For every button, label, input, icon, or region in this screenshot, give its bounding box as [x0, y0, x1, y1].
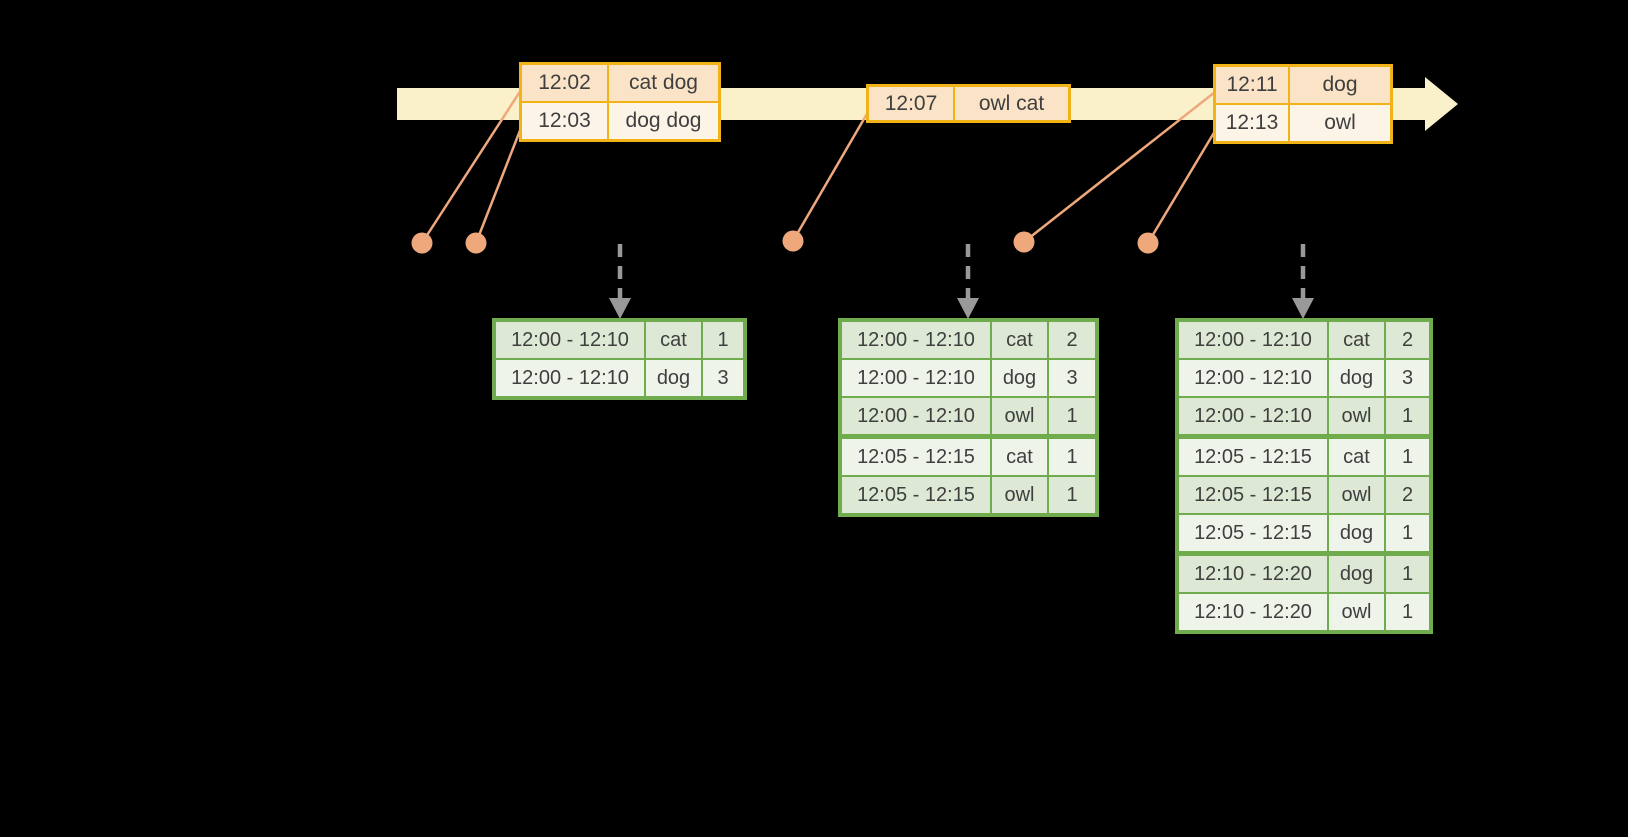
- window-cell: 12:00 - 12:10: [1179, 360, 1327, 396]
- count-cell: 1: [1386, 515, 1429, 551]
- trigger-arrows: [609, 244, 1314, 319]
- event-connector-line: [420, 89, 523, 244]
- trigger-arrowhead-icon: [1292, 298, 1314, 319]
- count-cell: 2: [1049, 322, 1095, 358]
- word-cell: dog: [1329, 556, 1384, 592]
- window-cell: 12:05 - 12:15: [842, 477, 990, 513]
- event-words-cell: dog: [1290, 67, 1390, 103]
- window-cell: 12:10 - 12:20: [1179, 594, 1327, 630]
- event-dot-icon: [465, 232, 487, 254]
- window-cell: 12:05 - 12:15: [1179, 439, 1327, 475]
- event-connector-lines: [420, 89, 1217, 244]
- word-cell: cat: [1329, 322, 1384, 358]
- window-cell: 12:05 - 12:15: [842, 439, 990, 475]
- count-cell: 3: [703, 360, 743, 396]
- word-cell: cat: [992, 439, 1047, 475]
- word-cell: dog: [992, 360, 1047, 396]
- count-cell: 1: [1049, 477, 1095, 513]
- word-cell: cat: [1329, 439, 1384, 475]
- count-cell: 1: [1386, 398, 1429, 434]
- event-words-cell: owl cat: [955, 87, 1068, 120]
- word-cell: owl: [992, 477, 1047, 513]
- window-cell: 12:10 - 12:20: [1179, 556, 1327, 592]
- window-cell: 12:00 - 12:10: [842, 322, 990, 358]
- window-cell: 12:05 - 12:15: [1179, 515, 1327, 551]
- window-cell: 12:00 - 12:10: [842, 360, 990, 396]
- word-cell: owl: [992, 398, 1047, 434]
- word-cell: owl: [1329, 594, 1384, 630]
- event-time-cell: 12:02: [522, 65, 607, 101]
- window-cell: 12:00 - 12:10: [842, 398, 990, 434]
- event-dot-icon: [782, 230, 804, 252]
- window-cell: 12:05 - 12:15: [1179, 477, 1327, 513]
- event-words-cell: cat dog: [609, 65, 718, 101]
- event-dot-icon: [411, 232, 433, 254]
- word-cell: owl: [1329, 398, 1384, 434]
- window-cell: 12:00 - 12:10: [1179, 398, 1327, 434]
- event-words-cell: dog dog: [609, 103, 718, 139]
- trigger-arrowhead-icon: [957, 298, 979, 319]
- event-dot-icon: [1137, 232, 1159, 254]
- count-cell: 1: [1049, 398, 1095, 434]
- window-cell: 12:00 - 12:10: [1179, 322, 1327, 358]
- count-cell: 1: [1386, 556, 1429, 592]
- word-cell: cat: [646, 322, 701, 358]
- count-cell: 1: [703, 322, 743, 358]
- word-cell: dog: [646, 360, 701, 396]
- count-cell: 1: [1049, 439, 1095, 475]
- trigger-arrowhead-icon: [609, 298, 631, 319]
- count-cell: 2: [1386, 477, 1429, 513]
- event-connector-line: [1146, 130, 1217, 244]
- event-dots: [411, 230, 1159, 254]
- event-words-cell: owl: [1290, 105, 1390, 141]
- window-cell: 12:00 - 12:10: [496, 322, 644, 358]
- window-cell: 12:00 - 12:10: [496, 360, 644, 396]
- event-time-cell: 12:13: [1216, 105, 1288, 141]
- word-cell: owl: [1329, 477, 1384, 513]
- count-cell: 3: [1049, 360, 1095, 396]
- word-cell: cat: [992, 322, 1047, 358]
- count-cell: 2: [1386, 322, 1429, 358]
- event-connector-line: [791, 111, 870, 242]
- event-dot-icon: [1013, 231, 1035, 253]
- event-time-cell: 12:11: [1216, 67, 1288, 103]
- count-cell: 1: [1386, 594, 1429, 630]
- word-cell: dog: [1329, 360, 1384, 396]
- timeline-arrowhead-icon: [1425, 77, 1458, 131]
- event-time-cell: 12:07: [869, 87, 953, 120]
- event-time-cell: 12:03: [522, 103, 607, 139]
- event-connector-line: [1023, 91, 1216, 243]
- count-cell: 1: [1386, 439, 1429, 475]
- count-cell: 3: [1386, 360, 1429, 396]
- word-cell: dog: [1329, 515, 1384, 551]
- event-connector-line: [474, 127, 523, 244]
